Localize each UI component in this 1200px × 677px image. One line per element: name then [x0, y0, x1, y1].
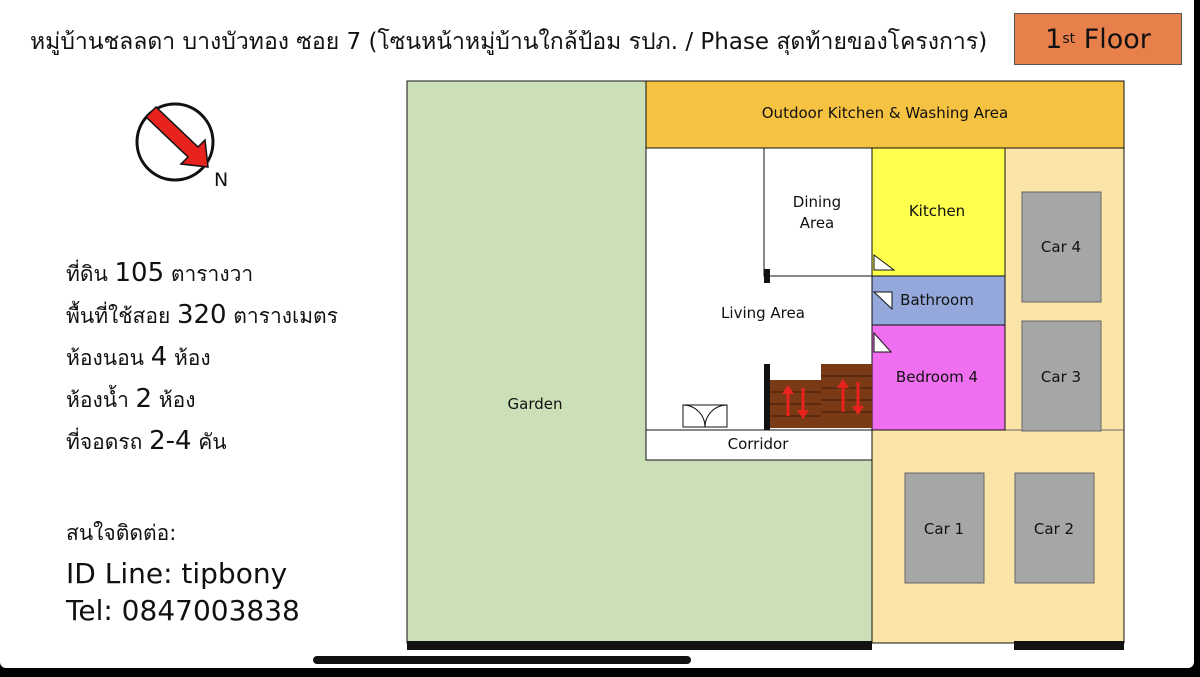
car-space-1: [904, 472, 985, 584]
contact-tel: Tel: 0847003838: [66, 594, 300, 627]
detail-bathrooms: ห้องน้ำ 2 ห้อง: [66, 384, 196, 414]
outdoor-kitchen-area: [645, 80, 1125, 149]
detail-land: ที่ดิน 105 ตารางวา: [66, 258, 254, 288]
car-4-label: Car 4: [1041, 238, 1081, 256]
outdoor-kitchen-label: Outdoor Kitchen & Washing Area: [762, 104, 1008, 122]
detail-area: พื้นที่ใช้สอย 320 ตารางเมตร: [66, 300, 338, 330]
compass-icon: [135, 102, 215, 182]
car-3-label: Car 3: [1041, 368, 1081, 386]
bedroom-4-label: Bedroom 4: [896, 368, 978, 386]
living-label: Living Area: [721, 304, 805, 322]
stairs: [770, 364, 872, 428]
kitchen-room: [871, 147, 1006, 277]
detail-bedrooms: ห้องนอน 4 ห้อง: [66, 342, 211, 372]
car-1-label: Car 1: [924, 520, 964, 538]
bathroom-room: [871, 275, 1006, 326]
boundary-wall: [1014, 641, 1124, 650]
garden-label: Garden: [508, 395, 563, 413]
car-space-3: [1021, 320, 1102, 432]
wall-segment: [764, 364, 770, 430]
boundary-wall: [407, 641, 872, 650]
corridor-label: Corridor: [728, 435, 790, 453]
car-space-2: [1014, 472, 1095, 584]
contact-heading: สนใจติดต่อ:: [66, 521, 177, 545]
bedroom-4-room: [871, 324, 1006, 431]
car-2-label: Car 2: [1034, 520, 1074, 538]
stairs-arrow-icon: [782, 379, 864, 419]
floor-word: Floor: [1083, 23, 1151, 55]
bathroom-label: Bathroom: [900, 291, 974, 309]
home-indicator[interactable]: [313, 656, 691, 664]
floor-number: 1: [1045, 23, 1063, 55]
kitchen-label: Kitchen: [909, 202, 965, 220]
corridor-area: [645, 429, 873, 461]
dining-label-line2: Area: [800, 214, 835, 232]
dining-label-line1: Dining: [793, 193, 841, 211]
wall-segment: [764, 269, 770, 283]
door-icon: [682, 254, 896, 428]
floor-ordinal: st: [1062, 31, 1076, 47]
car-space-4: [1021, 191, 1102, 303]
detail-parking: ที่จอดรถ 2-4 คัน: [66, 426, 227, 456]
page-title: หมู่บ้านชลลดา บางบัวทอง ซอย 7 (โซนหน้าหม…: [30, 29, 988, 55]
contact-line-id: ID Line: tipbony: [66, 557, 288, 590]
compass-label: N: [214, 169, 228, 191]
dining-area: [763, 147, 873, 277]
